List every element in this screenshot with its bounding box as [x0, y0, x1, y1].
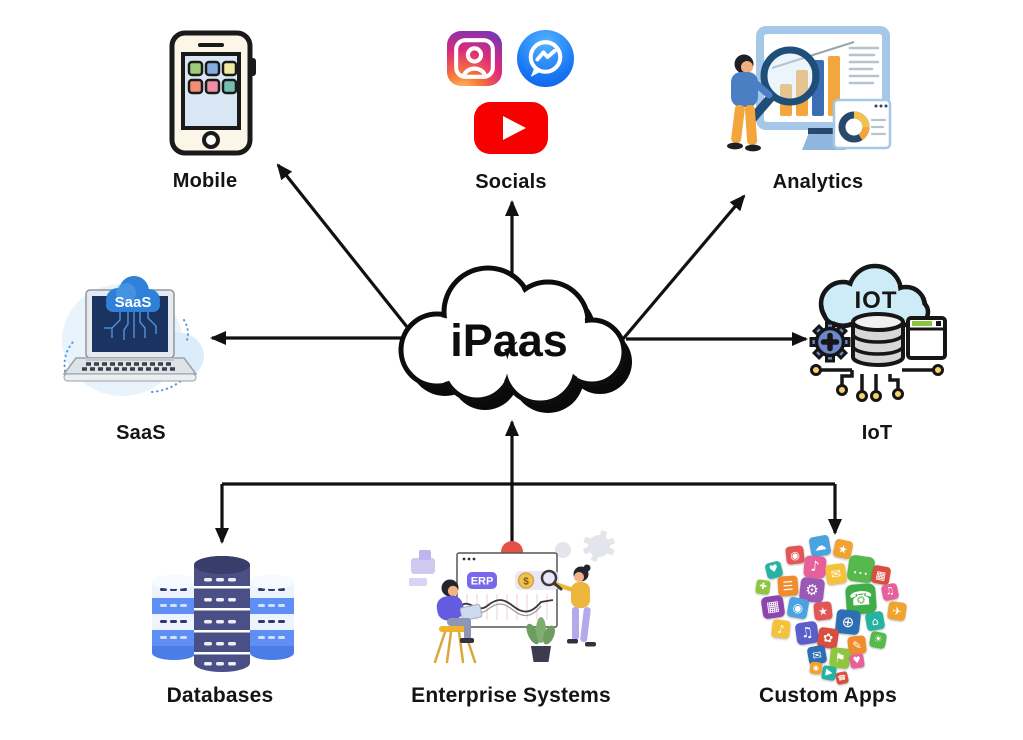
- ipaas-cloud: iPaas: [398, 265, 632, 413]
- cloud-app-icon: ☁: [808, 534, 832, 558]
- circuit-lines: [104, 312, 157, 340]
- mail-app-icon: ✉: [824, 562, 848, 586]
- iot-label: IoT: [861, 422, 893, 444]
- browser-window-icon: [906, 316, 947, 360]
- iot-illustration: IOT: [809, 263, 947, 402]
- plant-icon: [526, 617, 555, 662]
- coin-icon: [517, 572, 535, 589]
- magnifier-icon: [748, 46, 820, 123]
- right-db-stack: [250, 575, 294, 660]
- erp-badge-text: ERP: [471, 576, 494, 588]
- media-app-icon: ♫: [794, 620, 820, 646]
- enterprise-label: Enterprise Systems: [411, 684, 611, 707]
- databases-label: Databases: [166, 684, 274, 707]
- play-app-icon: ▶: [820, 664, 838, 682]
- music2-app-icon: ♫: [880, 582, 900, 602]
- erp-badge: [467, 572, 497, 589]
- menu-app-icon: ☰: [777, 575, 799, 597]
- saas-label: SaaS: [116, 422, 166, 444]
- analytics-label: Analytics: [772, 171, 864, 193]
- youtube-icon: [474, 102, 548, 154]
- photo-app-icon: ◉: [786, 596, 810, 620]
- socials-label: Socials: [475, 171, 547, 193]
- calendar-app-icon: ▦: [760, 594, 786, 620]
- cam2-app-icon: ◉: [809, 661, 823, 675]
- mobile-label: Mobile: [172, 170, 238, 192]
- analytics-illustration: [727, 26, 892, 152]
- report-window-icon: [832, 98, 892, 150]
- saas-cloud-icon: [106, 276, 160, 312]
- custom-apps-illustration: ☁★◉…♥♪✉▦✚☰⚙☎♫✈▦◉★⊕⌂♪♫✿✎☀✉⚑♥▶☎◉: [752, 532, 912, 690]
- coin-dollar-text: $: [523, 577, 529, 588]
- mobile-phone-icon: [169, 30, 256, 156]
- gear-icon: [809, 321, 851, 363]
- custom-apps-label: Custom Apps: [759, 684, 897, 707]
- ipaas-title: iPaas: [450, 315, 568, 366]
- left-db-stack: [152, 575, 196, 660]
- arrow-to-mobile: [276, 163, 429, 353]
- enterprise-illustration: ERP $: [409, 529, 616, 664]
- music-app-icon: ♪: [803, 555, 827, 579]
- plane-app-icon: ✈: [886, 600, 908, 622]
- database-cylinder-icon: [851, 312, 905, 367]
- love-app-icon: ♥: [849, 653, 865, 669]
- databases-icon: [152, 556, 294, 672]
- saas-cloud-text: SaaS: [115, 294, 152, 311]
- bulb-app-icon: ☀: [868, 630, 888, 650]
- arrow-to-analytics: [610, 194, 746, 354]
- plus-app-icon: ✚: [755, 579, 771, 595]
- home-app-icon: ⌂: [864, 610, 886, 632]
- messenger-icon: [517, 30, 574, 87]
- calculator-app-icon: ▦: [870, 564, 892, 586]
- note-app-icon: ♪: [771, 619, 791, 639]
- sitting-person: [433, 579, 483, 664]
- camera-app-icon: ◉: [785, 545, 805, 565]
- circuit-traces-icon: [820, 368, 934, 392]
- fav-app-icon: ★: [813, 601, 833, 621]
- instagram-icon: [447, 31, 502, 86]
- iot-cloud-text: IOT: [855, 287, 898, 314]
- analyst-person: [727, 54, 773, 152]
- call-app-icon: ☎: [834, 670, 850, 686]
- background-gear-icon: [555, 529, 616, 563]
- saas-illustration: SaaS: [62, 276, 204, 396]
- center-db-stack: [194, 556, 250, 672]
- standing-person: [540, 564, 596, 647]
- play-icon: [503, 116, 526, 140]
